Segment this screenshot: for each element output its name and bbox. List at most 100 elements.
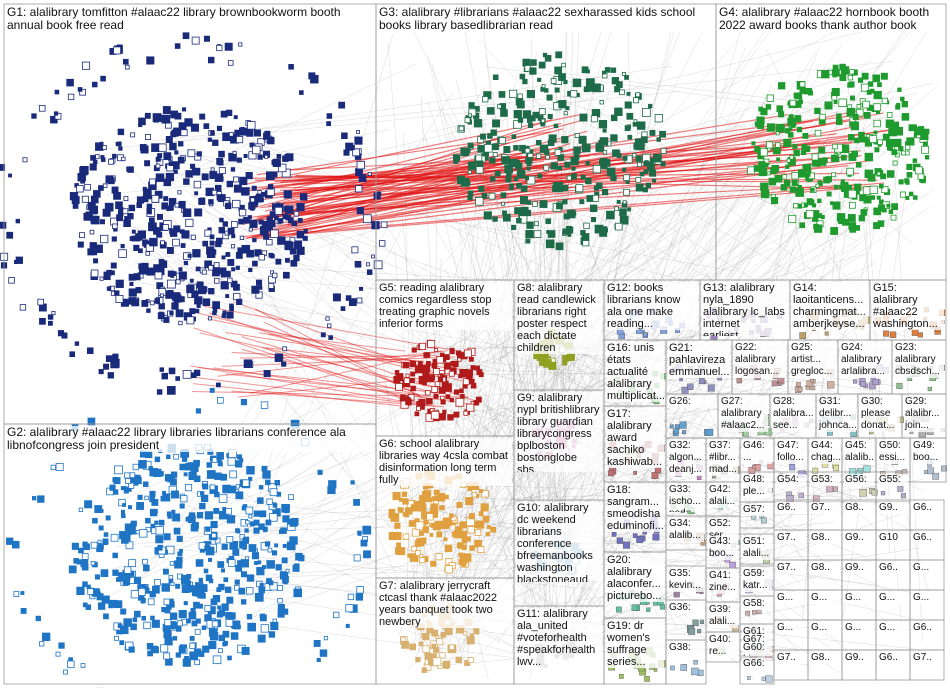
node	[142, 186, 147, 192]
node	[6, 231, 14, 239]
node	[235, 265, 240, 270]
node	[174, 112, 182, 120]
node	[185, 218, 194, 227]
group-label-g21: G21: pahlavireza emmanuel...	[668, 342, 730, 378]
node	[156, 213, 163, 220]
node	[241, 599, 247, 605]
node	[272, 503, 278, 508]
node	[119, 640, 125, 646]
node	[196, 512, 204, 519]
node	[82, 581, 88, 587]
edge	[892, 141, 923, 643]
group-label-g48: G48: ple...	[742, 474, 772, 498]
edge-highlight	[249, 350, 442, 394]
node	[124, 472, 131, 479]
node	[125, 541, 134, 550]
node	[150, 523, 156, 529]
node	[163, 598, 171, 606]
node	[220, 568, 225, 573]
edge	[423, 543, 435, 545]
edge-highlight	[208, 312, 476, 402]
node	[150, 615, 155, 621]
node	[8, 277, 15, 284]
node	[225, 252, 231, 257]
node	[373, 192, 381, 200]
node	[159, 367, 165, 372]
group-label-g60: G60: his...	[742, 642, 772, 656]
node	[196, 151, 202, 157]
small-group-label: G6..	[776, 502, 806, 514]
group-label-g26: G26:	[668, 396, 716, 408]
node	[207, 56, 215, 64]
node	[166, 247, 174, 254]
node	[246, 249, 254, 258]
node	[83, 212, 92, 221]
node	[149, 490, 156, 497]
node	[158, 259, 165, 265]
node	[189, 278, 194, 283]
node	[189, 642, 196, 649]
node	[149, 467, 158, 477]
node	[251, 285, 260, 294]
node	[202, 240, 209, 247]
node	[299, 193, 308, 201]
node	[57, 330, 65, 337]
node	[158, 519, 165, 526]
group-label-g58: G58:	[742, 598, 772, 610]
small-group-label: G6..	[878, 652, 908, 664]
node	[282, 579, 288, 584]
node	[216, 382, 221, 388]
small-group-label: G9..	[844, 652, 874, 664]
small-group-label: G9..	[844, 532, 874, 544]
node	[208, 199, 214, 205]
node	[226, 311, 234, 319]
node	[166, 279, 176, 289]
node	[177, 551, 183, 557]
small-group-label: G...	[776, 622, 806, 634]
node	[288, 494, 294, 500]
group-box-g2	[3, 423, 377, 685]
edge-highlight	[193, 327, 416, 404]
group-box-g3	[375, 3, 717, 281]
node	[252, 237, 257, 243]
edge-highlight	[280, 125, 858, 239]
edge	[553, 154, 654, 422]
node	[227, 227, 235, 235]
node	[234, 579, 240, 585]
node	[302, 235, 308, 241]
node	[226, 596, 234, 604]
node	[168, 367, 176, 375]
node	[264, 154, 269, 159]
node	[105, 355, 113, 362]
node	[175, 376, 181, 381]
node	[230, 244, 236, 249]
node	[326, 121, 331, 126]
node	[115, 201, 123, 210]
node	[278, 218, 284, 224]
group-label-g57: G57:	[742, 504, 772, 516]
group-label-g23: G23: alalibrary cbsdsch...	[894, 342, 944, 378]
edge	[191, 295, 505, 372]
node	[274, 215, 279, 221]
edge	[453, 469, 743, 520]
node	[171, 302, 179, 310]
group-label-g20: G20: alalibrary alaconfer... picturebo..…	[606, 554, 664, 602]
node	[203, 123, 210, 130]
node	[122, 503, 126, 507]
node	[204, 229, 212, 237]
group-label-g38: G38:	[668, 642, 704, 654]
node	[201, 173, 209, 181]
small-group-label: G9..	[844, 562, 874, 574]
node	[77, 241, 84, 248]
node	[48, 320, 53, 326]
small-group-label: G...	[844, 592, 874, 604]
node	[90, 269, 99, 278]
edge	[627, 31, 632, 152]
node	[354, 260, 362, 268]
small-group-label: G8..	[810, 652, 840, 664]
node	[246, 613, 253, 620]
node	[325, 316, 330, 321]
node	[158, 311, 164, 317]
node	[199, 113, 206, 120]
edge	[108, 91, 680, 149]
